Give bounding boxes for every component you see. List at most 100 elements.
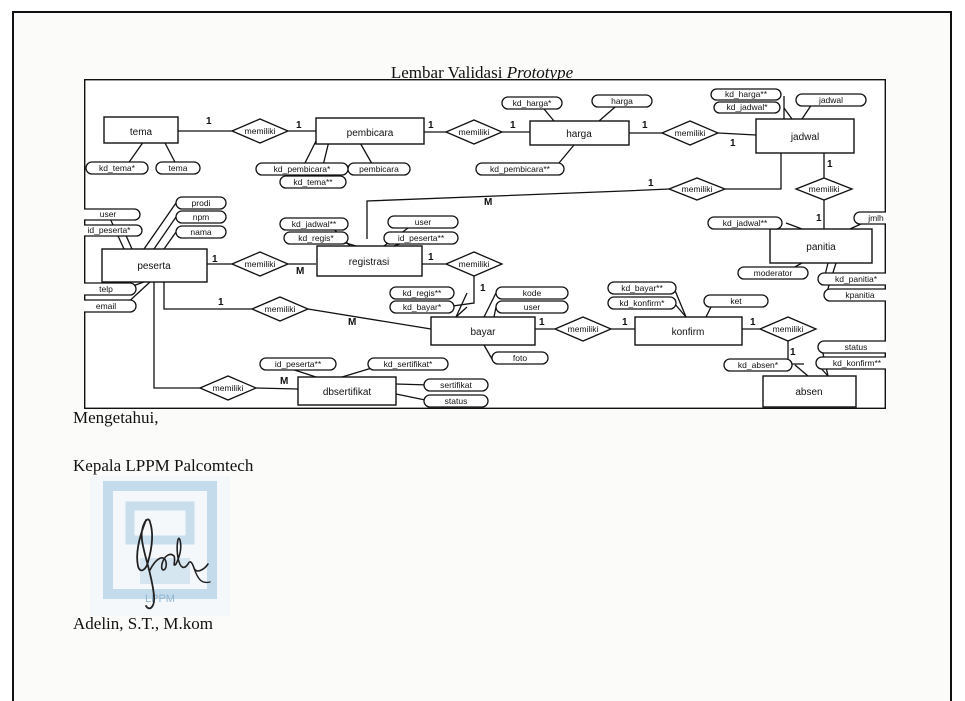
cardinality-label: M xyxy=(484,197,492,208)
attribute-jadwal: jadwal xyxy=(795,93,867,107)
attribute-kd-tema-fk: kd_tema** xyxy=(279,175,347,189)
attribute-label: moderator xyxy=(754,268,793,278)
head-title: Kepala LPPM Palcomtech xyxy=(73,456,254,475)
attribute-label: status xyxy=(845,342,868,352)
attribute-label: telp xyxy=(99,284,113,294)
cardinality-label: 1 xyxy=(642,120,648,131)
attribute-id-peserta-sertifikat: id_peserta** xyxy=(259,357,337,371)
attribute-user-registrasi: user xyxy=(387,215,459,229)
relationship-bayar-konfirm: memiliki xyxy=(553,316,613,342)
entity-label: konfirm xyxy=(672,327,705,338)
relationship-label: memiliki xyxy=(568,324,599,334)
attribute-label: ket xyxy=(730,296,742,306)
attribute-harga: harga xyxy=(591,94,653,108)
relationship-peserta-dbsertifikat: memiliki xyxy=(198,375,258,401)
attribute-jmlh: jmlh xyxy=(853,211,886,225)
attribute-status-sertifikat: status xyxy=(423,394,489,408)
cardinality-label: 1 xyxy=(480,283,486,294)
attribute-label: id_peserta** xyxy=(398,233,445,243)
relationship-peserta-registrasi: memiliki xyxy=(230,251,290,277)
attribute-label: kd_harga* xyxy=(513,98,552,108)
relationship-label: memiliki xyxy=(682,184,713,194)
attribute-label: kd_pembicara* xyxy=(274,164,331,174)
relationship-label: memiliki xyxy=(265,304,296,314)
cardinality-label: 1 xyxy=(622,317,628,328)
relationship-label: memiliki xyxy=(459,127,490,137)
lppm-stamp-logo: LPPM xyxy=(90,476,230,616)
attribute-kd-sertifikat: kd_sertifikat* xyxy=(367,357,449,371)
attribute-npm: npm xyxy=(175,210,227,224)
attribute-label: user xyxy=(415,217,432,227)
attribute-nama: nama xyxy=(175,225,227,239)
attribute-label: kd_jadwal** xyxy=(292,219,337,229)
attribute-label: foto xyxy=(513,353,527,363)
relationship-label: memiliki xyxy=(213,383,244,393)
entity-registrasi: registrasi xyxy=(316,245,423,277)
entity-label: panitia xyxy=(806,242,836,253)
relationship-label: memiliki xyxy=(459,259,490,269)
attribute-label: tema xyxy=(169,163,188,173)
entity-label: jadwal xyxy=(790,132,819,143)
entity-label: peserta xyxy=(137,261,171,272)
attribute-pembicara: pembicara xyxy=(347,162,411,176)
attribute-label: kd_bayar* xyxy=(403,302,442,312)
relationship-jadwal-panitia: memiliki xyxy=(794,177,854,201)
attribute-label: npm xyxy=(193,212,210,222)
entity-dbsertifikat: dbsertifikat xyxy=(297,376,397,406)
attribute-label: id_peserta** xyxy=(275,359,322,369)
relationship-label: memiliki xyxy=(245,259,276,269)
attribute-kd-tema: kd_tema* xyxy=(85,161,149,175)
entity-jadwal: jadwal xyxy=(755,118,855,154)
attribute-kd-pembicara-fk: kd_pembicara** xyxy=(475,162,565,176)
attribute-kd-regis-bayar: kd_regis** xyxy=(389,286,455,300)
cardinality-label: 1 xyxy=(750,317,756,328)
er-diagram: tema pembicara harga jadwal peserta regi… xyxy=(84,79,886,409)
relationship-label: memiliki xyxy=(809,184,840,194)
entity-label: dbsertifikat xyxy=(323,387,372,398)
attribute-label: kd_panitia* xyxy=(835,274,878,284)
attribute-label: jmlh xyxy=(867,213,884,223)
attribute-kd-pembicara: kd_pembicara* xyxy=(255,162,349,176)
attribute-label: kd_tema* xyxy=(99,163,136,173)
attribute-tema: tema xyxy=(155,161,201,175)
entity-konfirm: konfirm xyxy=(634,316,743,346)
cardinality-label: 1 xyxy=(539,317,545,328)
relationship-konfirm-absen: memiliki xyxy=(758,316,818,342)
attribute-id-peserta-reg: id_peserta** xyxy=(383,231,459,245)
attribute-label: kd_harga** xyxy=(725,89,768,99)
page-title: Lembar Validasi Prototype xyxy=(14,63,950,83)
attribute-label: user xyxy=(100,209,117,219)
attribute-label: user xyxy=(524,302,541,312)
attribute-kd-absen: kd_absen* xyxy=(723,358,793,372)
attribute-label: kd_jadwal* xyxy=(726,102,768,112)
relationship-harga-jadwal: memiliki xyxy=(660,120,720,146)
entity-absen: absen xyxy=(762,375,857,408)
attribute-user-bayar: user xyxy=(495,300,569,314)
attribute-label: prodi xyxy=(192,198,211,208)
attribute-label: kd_regis** xyxy=(403,288,442,298)
attribute-label: email xyxy=(96,301,116,311)
attribute-kd-harga: kd_harga* xyxy=(501,96,563,110)
attribute-kd-jadwal-panitia: kd_jadwal** xyxy=(707,216,783,230)
cardinality-label: 1 xyxy=(816,213,822,224)
attribute-sertifikat: sertifikat xyxy=(423,378,489,392)
cardinality-label: 1 xyxy=(730,138,736,149)
cardinality-label: 1 xyxy=(510,120,516,131)
cardinality-label: M xyxy=(280,376,288,387)
attribute-label: kd_konfirm** xyxy=(833,358,882,368)
signer-name: Adelin, S.T., M.kom xyxy=(73,614,213,633)
relationship-jadwal-registrasi: memiliki xyxy=(667,177,727,201)
attribute-status-absen: status xyxy=(817,340,886,354)
cardinality-label: 1 xyxy=(827,159,833,170)
relationship-label: memiliki xyxy=(675,128,706,138)
relationship-peserta-bayar: memiliki xyxy=(250,296,310,322)
attribute-label: jadwal xyxy=(818,95,843,105)
entity-label: absen xyxy=(795,387,822,398)
attribute-label: kd_tema** xyxy=(293,177,333,187)
relationship-label: memiliki xyxy=(773,324,804,334)
entity-harga: harga xyxy=(529,120,630,146)
title-italic-text: Prototype xyxy=(506,63,574,82)
attribute-label: nama xyxy=(190,227,212,237)
entity-label: pembicara xyxy=(347,128,394,139)
cardinality-label: 1 xyxy=(428,120,434,131)
